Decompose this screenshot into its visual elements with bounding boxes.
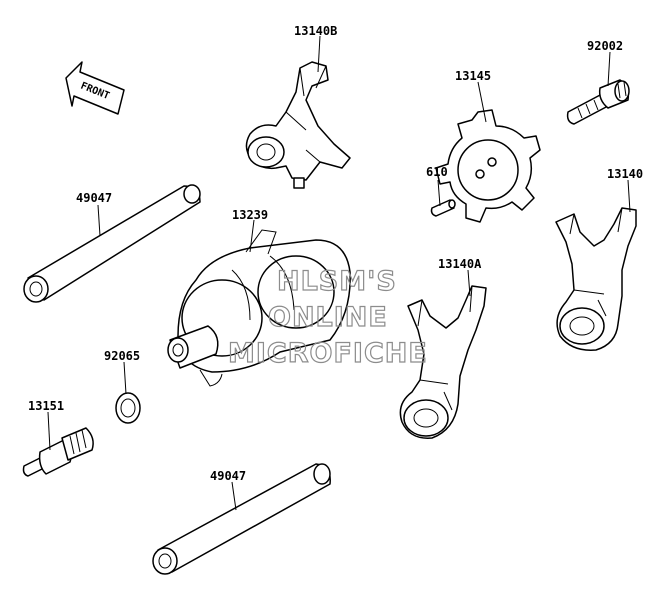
- shift-shaft-49047-bottom[interactable]: [152, 463, 331, 575]
- label-610[interactable]: 610: [426, 165, 448, 179]
- washer-92065[interactable]: [115, 392, 141, 424]
- label-13151[interactable]: 13151: [28, 399, 64, 413]
- label-49047-top[interactable]: 49047: [76, 191, 112, 205]
- shift-fork-13140b[interactable]: [245, 61, 351, 189]
- label-13140b[interactable]: 13140B: [294, 24, 337, 38]
- bolt-92002[interactable]: [566, 79, 630, 125]
- watermark-line-1: HLSM'S: [277, 266, 397, 297]
- label-13140[interactable]: 13140: [607, 167, 643, 181]
- cam-13145[interactable]: [435, 109, 541, 223]
- shift-fork-13140a[interactable]: [399, 285, 487, 439]
- label-92002[interactable]: 92002: [587, 39, 623, 53]
- leader-lines: [47, 35, 631, 511]
- watermark-line-2: ONLINE: [268, 302, 388, 333]
- shift-fork-13140[interactable]: [555, 207, 637, 351]
- pin-610[interactable]: [430, 199, 456, 217]
- front-arrow-icon: FRONT: [65, 61, 125, 115]
- label-13145[interactable]: 13145: [455, 69, 491, 83]
- label-13239[interactable]: 13239: [232, 208, 268, 222]
- shift-drum-13239[interactable]: [167, 229, 351, 387]
- neutral-switch-13151[interactable]: [22, 427, 94, 477]
- label-92065[interactable]: 92065: [104, 349, 140, 363]
- label-49047-bottom[interactable]: 49047: [210, 469, 246, 483]
- watermark-line-3: MICROFICHE: [228, 338, 428, 369]
- shift-shaft-49047-top[interactable]: [23, 184, 201, 303]
- label-13140a[interactable]: 13140A: [438, 257, 482, 271]
